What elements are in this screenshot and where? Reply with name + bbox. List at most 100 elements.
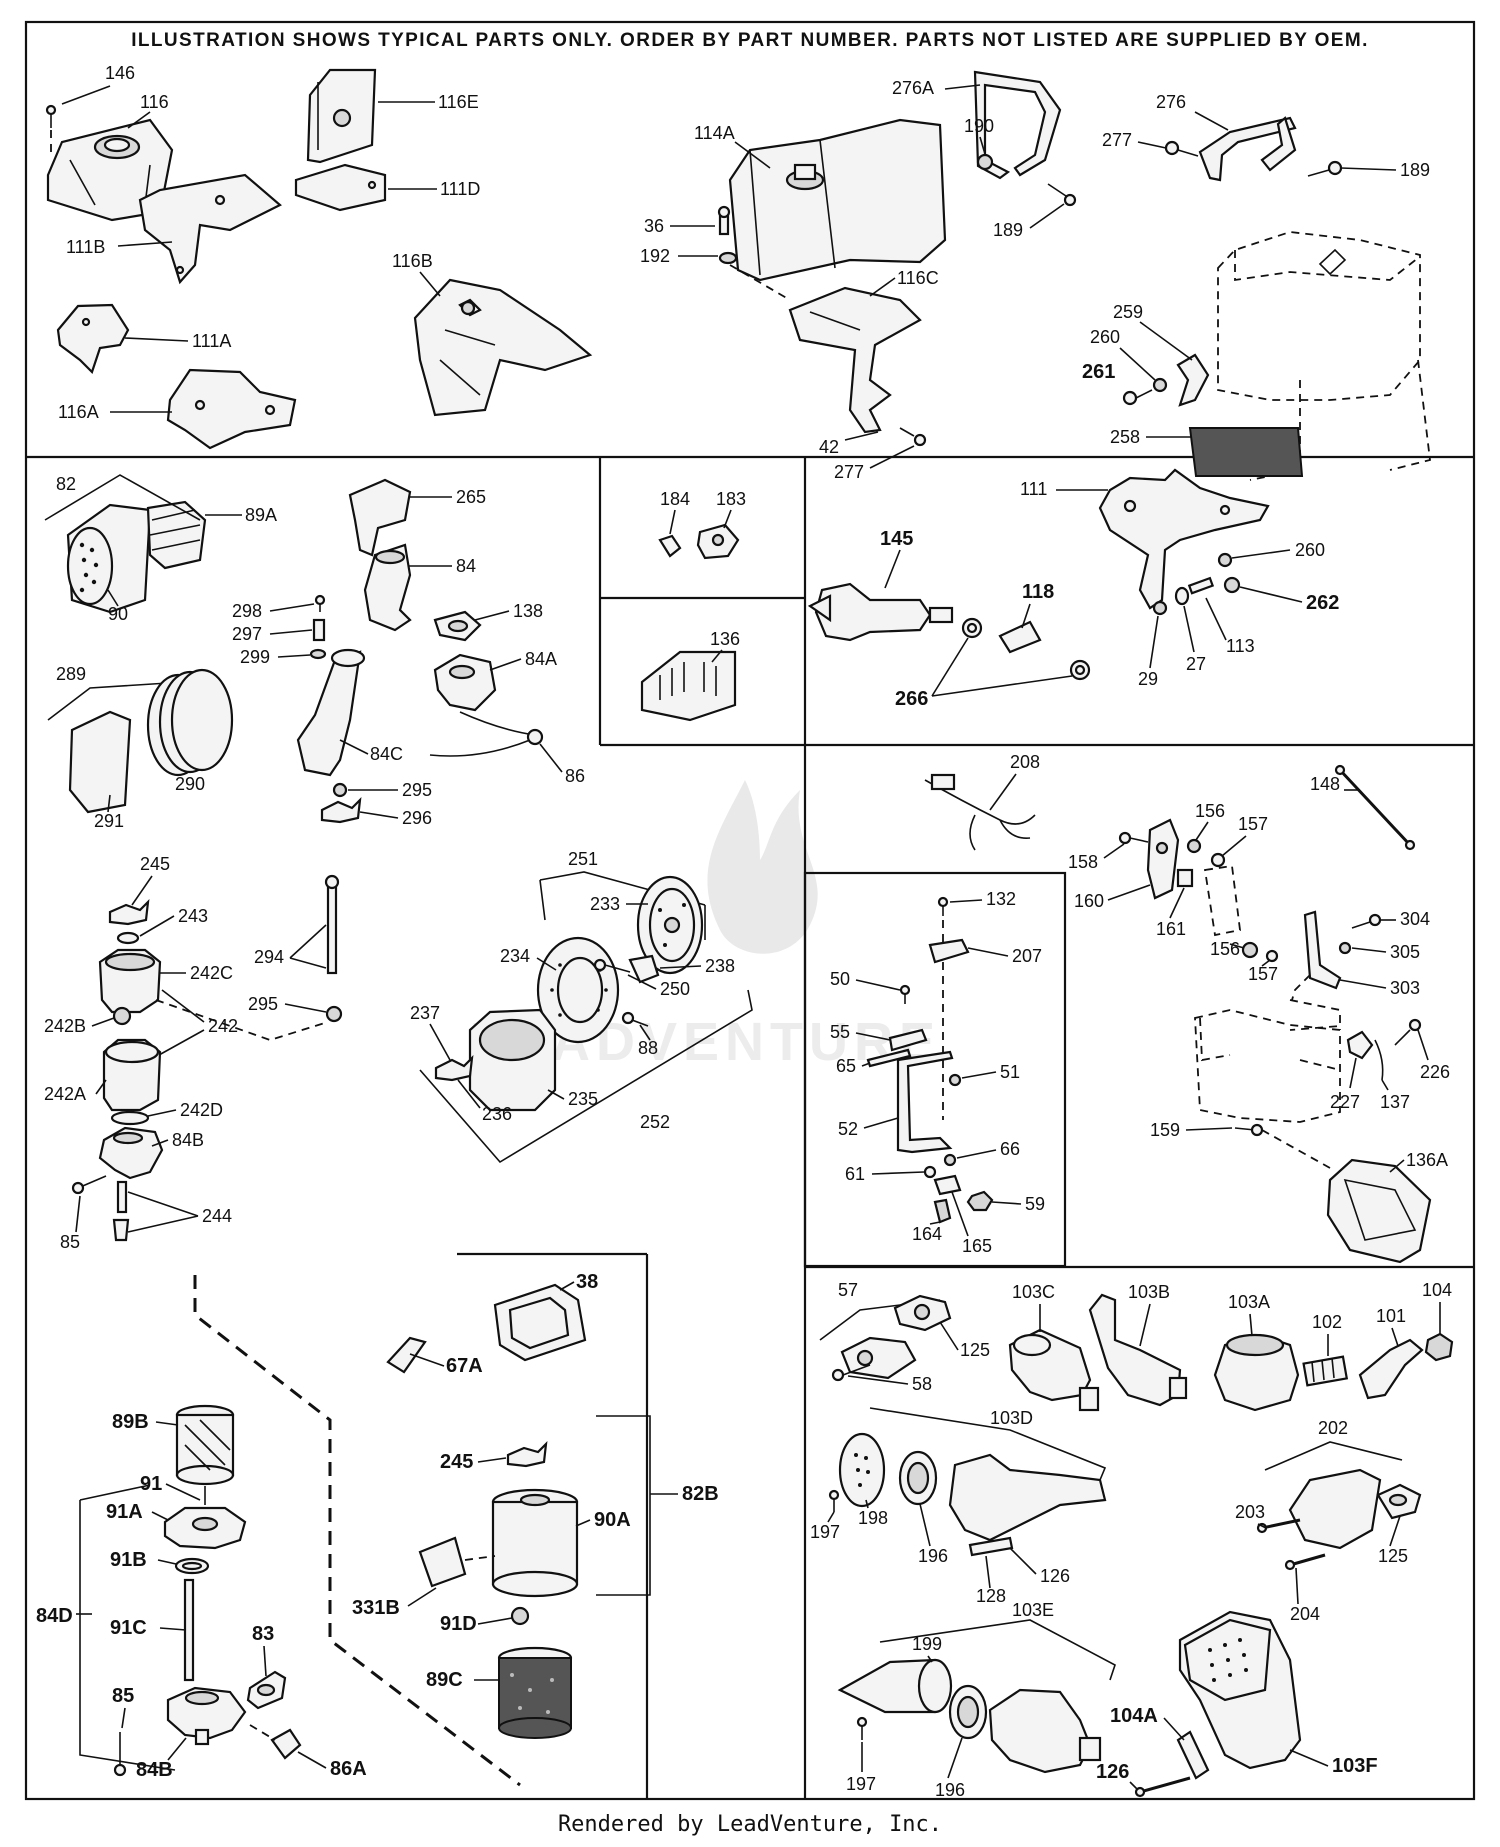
label-103E: 103E (1012, 1600, 1054, 1620)
spacer-156a (1186, 838, 1202, 854)
label-128: 128 (976, 1586, 1006, 1606)
label-226: 226 (1420, 1062, 1450, 1082)
label-196b: 196 (935, 1780, 965, 1800)
header-note: ILLUSTRATION SHOWS TYPICAL PARTS ONLY. O… (131, 30, 1369, 51)
label-84D: 84D (36, 1605, 73, 1627)
label-276A: 276A (892, 78, 934, 98)
screw-250 (593, 958, 631, 973)
label-303: 303 (1390, 978, 1420, 998)
label-29: 29 (1138, 669, 1158, 689)
label-125b: 125 (1378, 1546, 1408, 1566)
nipple-102 (1302, 1355, 1349, 1387)
label-289: 289 (56, 664, 86, 684)
base-84B-a (98, 1126, 164, 1180)
elbow-101 (1358, 1338, 1424, 1400)
washer-243 (116, 931, 140, 945)
label-126b: 126 (1096, 1761, 1129, 1783)
fitting-244 (112, 1180, 130, 1242)
gasket-138 (433, 610, 482, 642)
label-204: 204 (1290, 1604, 1320, 1624)
label-159: 159 (1150, 1120, 1180, 1140)
label-290: 290 (175, 774, 205, 794)
washer-260b (1217, 552, 1233, 568)
label-67A: 67A (446, 1355, 483, 1377)
label-84A: 84A (525, 649, 557, 669)
label-59: 59 (1025, 1194, 1045, 1214)
screw-189a (1047, 183, 1077, 207)
label-114A: 114A (694, 123, 735, 143)
label-85a: 85 (60, 1232, 80, 1252)
label-90A: 90A (594, 1509, 631, 1531)
label-55: 55 (830, 1022, 850, 1042)
label-196a: 196 (918, 1546, 948, 1566)
washer-305 (1338, 941, 1352, 955)
label-157a: 157 (1238, 814, 1268, 834)
washer-157b (1265, 949, 1279, 963)
muffler-body-103E (988, 1688, 1102, 1774)
label-101: 101 (1376, 1306, 1406, 1326)
plate-111D (294, 163, 387, 212)
label-266: 266 (895, 688, 928, 710)
label-237: 237 (410, 1003, 440, 1023)
label-83: 83 (252, 1623, 274, 1645)
label-89A: 89A (245, 505, 277, 525)
label-242D: 242D (180, 1100, 223, 1120)
label-111B: 111B (66, 237, 105, 257)
nut-295a (332, 782, 348, 798)
filter-90A (491, 1488, 579, 1598)
muffler-103B (1088, 1293, 1188, 1407)
label-234: 234 (500, 946, 530, 966)
hose-67A (386, 1336, 427, 1374)
label-85b: 85 (112, 1685, 134, 1707)
elbow-84 (363, 543, 412, 632)
hose-118 (998, 620, 1042, 654)
screw-113 (1187, 576, 1215, 595)
label-197a: 197 (810, 1522, 840, 1542)
screw-132 (937, 896, 949, 916)
lever-303 (1291, 910, 1342, 1001)
element-235 (468, 1008, 557, 1112)
label-57: 57 (838, 1280, 858, 1300)
label-113: 113 (1226, 636, 1255, 656)
wingnut-245b (506, 1441, 548, 1468)
nut-66 (943, 1153, 957, 1167)
gasket-258 (1188, 427, 1304, 477)
label-116C: 116C (897, 268, 939, 288)
element-196a (898, 1450, 938, 1506)
label-299: 299 (240, 647, 270, 667)
bracket-265 (348, 478, 412, 557)
gasket-83 (246, 1670, 287, 1710)
label-82B: 82B (682, 1483, 719, 1505)
label-84Ba: 84B (172, 1130, 204, 1150)
label-304: 304 (1400, 909, 1430, 929)
screw-197b (856, 1716, 868, 1740)
label-157b: 157 (1248, 964, 1278, 984)
label-164: 164 (912, 1224, 942, 1244)
label-38: 38 (576, 1271, 598, 1293)
bracket-238 (628, 954, 660, 984)
label-244: 244 (202, 1206, 232, 1226)
label-103D: 103D (990, 1408, 1033, 1428)
label-208: 208 (1010, 752, 1040, 772)
label-50: 50 (830, 969, 850, 989)
label-161: 161 (1156, 919, 1186, 939)
nut-242B (112, 1006, 132, 1026)
housing-outline (1194, 1009, 1341, 1123)
muffler-body-103D (948, 1453, 1107, 1542)
label-125a: 125 (960, 1340, 990, 1360)
label-294: 294 (254, 947, 284, 967)
washer-260a (1152, 377, 1168, 393)
gasket-125a (893, 1294, 952, 1332)
label-295a: 295 (402, 780, 432, 800)
label-250: 250 (660, 979, 690, 999)
cap-104 (1424, 1332, 1454, 1362)
label-111: 111 (1020, 479, 1047, 499)
fuel-tank-114A (728, 118, 947, 282)
left-middle-air-cleaner: 82 89A 90 289 290 291 265 84 298 (44, 474, 585, 831)
screw-159 (1234, 1123, 1264, 1137)
gasket-242D (110, 1110, 150, 1126)
label-137: 137 (1380, 1092, 1410, 1112)
nut-190 (976, 153, 994, 171)
label-86: 86 (565, 766, 585, 786)
nut-295b (325, 1005, 343, 1023)
